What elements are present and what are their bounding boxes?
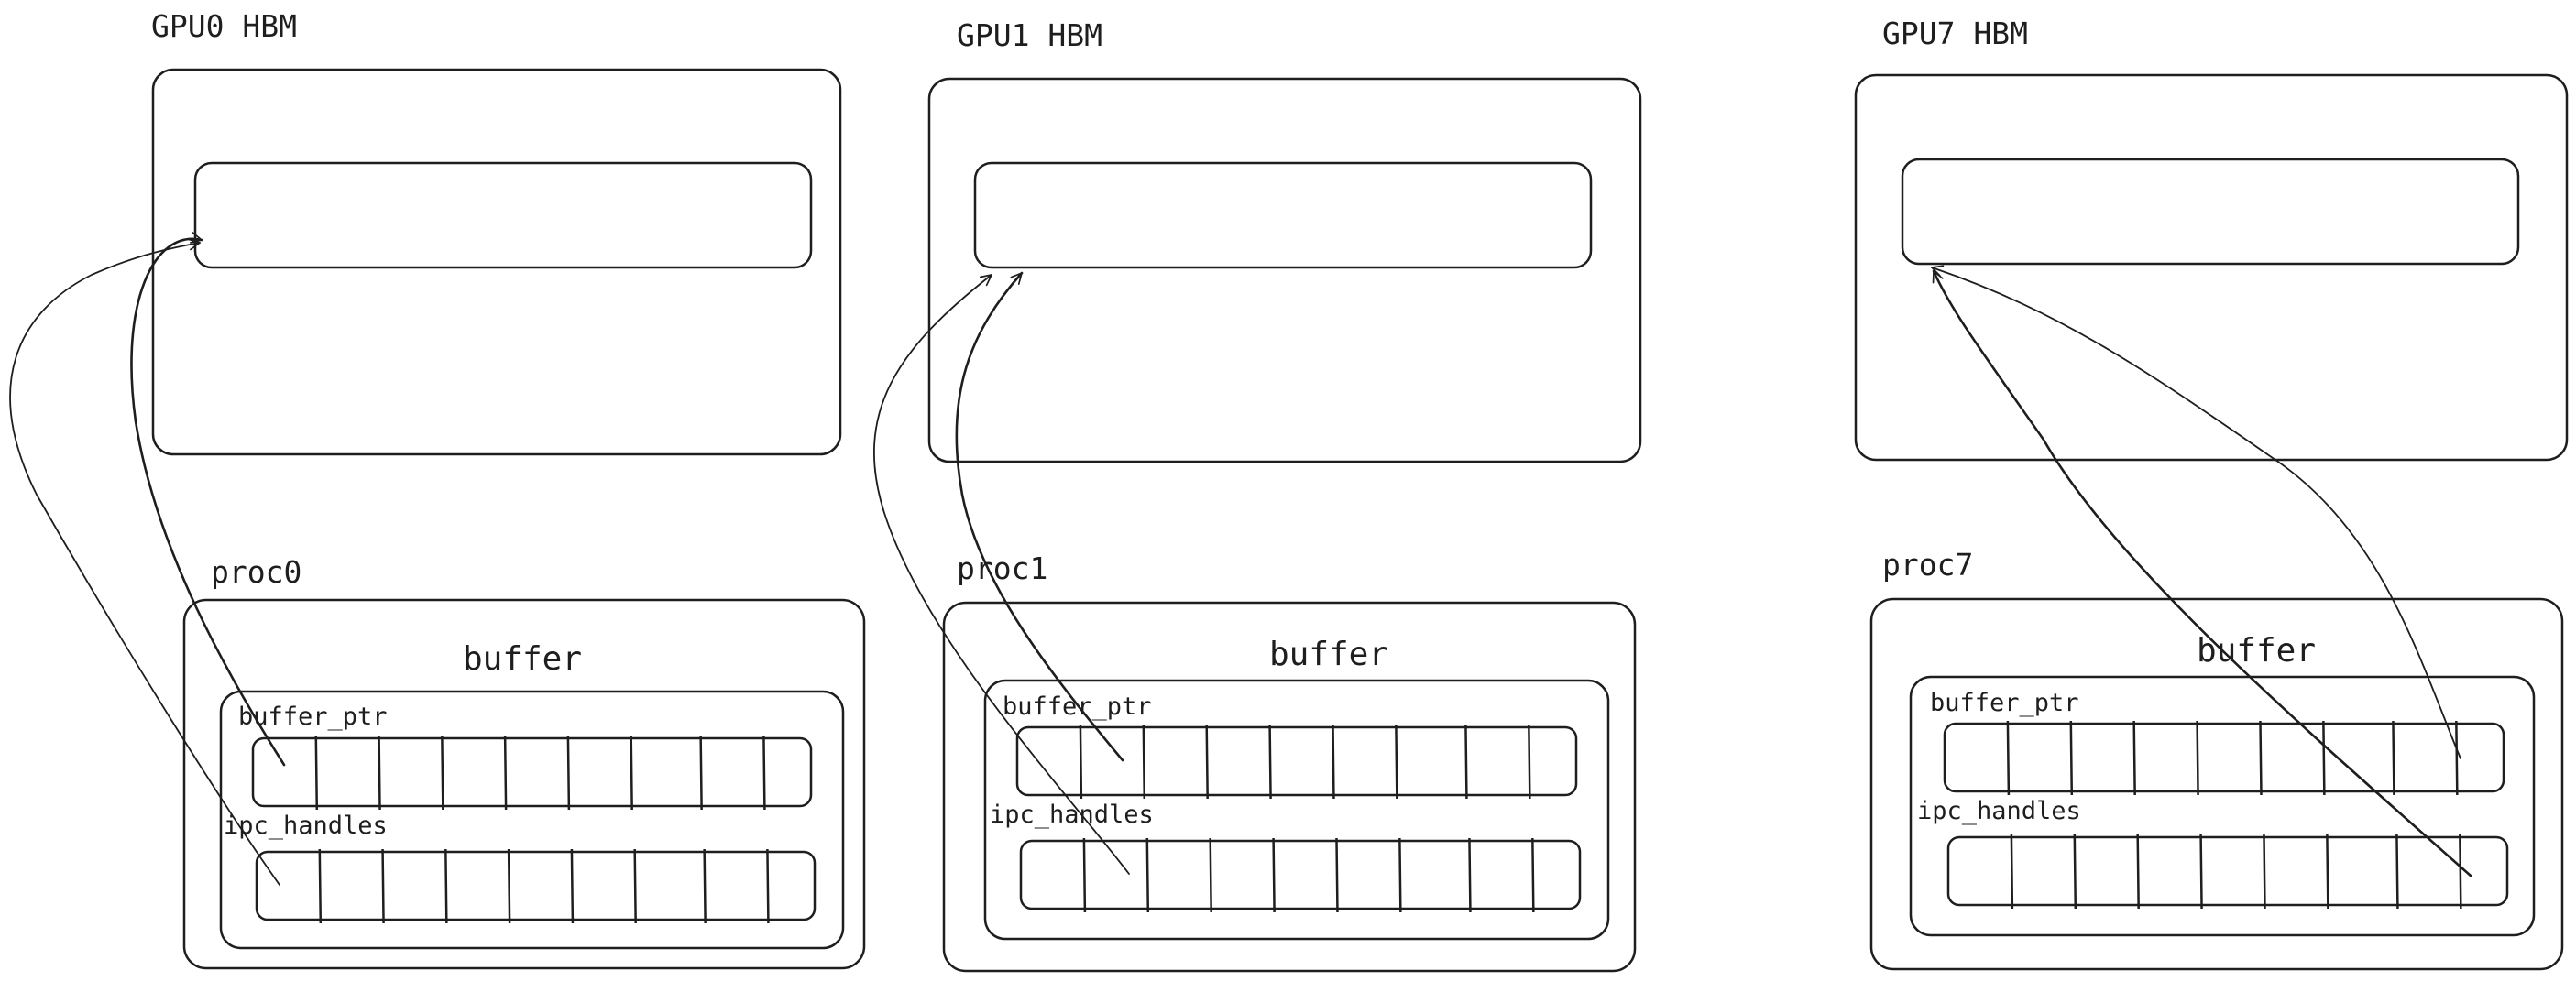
proc1-ptr-cell-divider (1205, 724, 1209, 800)
proc7-buffer-ptr-label: buffer_ptr (1930, 689, 2079, 717)
proc1-ptr-cell-divider (1268, 724, 1272, 800)
proc7-ipc-cell-divider (2326, 834, 2329, 910)
proc0-ptr-cell-divider (762, 735, 766, 811)
proc1-ptr-cell-divider (1079, 724, 1083, 800)
proc1-ipc-to-gpu1-arrow (872, 274, 1130, 875)
proc0-ptr-to-gpu0-arrow (130, 232, 286, 767)
proc7-ptr-cell-divider (2455, 720, 2459, 796)
proc1-ptr-cell-divider (1142, 724, 1146, 800)
proc1-ipc-cell-divider (1272, 837, 1276, 913)
proc0-buffer-ptr-label: buffer_ptr (238, 703, 388, 731)
proc7-ipc-handles-label: ipc_handles (1917, 797, 2081, 825)
proc1-buffer-ptr-label: buffer_ptr (1003, 692, 1152, 721)
proc1-group: proc1 buffer buffer_ptr ipc_handles (942, 550, 1637, 973)
proc1-buffer-box (983, 679, 1610, 941)
proc1-ipc-cell-divider (1468, 837, 1472, 913)
proc7-ptr-cell-divider (2392, 720, 2395, 796)
proc1-buffer-ptr-array (1015, 724, 1578, 800)
proc0-buffer-ptr-array (251, 735, 813, 811)
gpu1-label: GPU1 HBM (957, 17, 1102, 53)
proc1-box (942, 601, 1637, 973)
proc1-ipc-handles-array (1019, 837, 1582, 913)
proc0-ipc-cell-divider (766, 848, 770, 924)
gpu1-allocation (973, 161, 1593, 269)
proc0-ipc-cell-divider (318, 848, 323, 924)
proc1-ipc-cell-divider (1335, 837, 1339, 913)
proc7-ptr-to-gpu7-arrow (1931, 265, 2461, 759)
proc0-ipc-handles-array (255, 848, 817, 924)
proc0-group: proc0 buffer buffer_ptr ipc_handles (182, 554, 866, 970)
proc0-ptr-cell-divider (503, 735, 508, 811)
proc1-ptr-cell-divider (1332, 724, 1335, 800)
gpu0-hbm-box (151, 68, 842, 456)
proc7-ipc-cell-divider (2010, 834, 2014, 910)
proc0-ptr-cell-divider (441, 735, 444, 811)
gpu7-allocation (1901, 158, 2520, 266)
proc1-ptr-cell-divider (1464, 724, 1468, 800)
gpu7-hbm-box (1854, 73, 2569, 462)
proc7-group: proc7 buffer buffer_ptr ipc_handles (1869, 547, 2564, 971)
proc0-ipc-cell-divider (570, 848, 575, 924)
gpu0-label: GPU0 HBM (151, 8, 297, 44)
gpu0-group: GPU0 HBM (151, 8, 842, 456)
proc1-ipc-handles-label: ipc_handles (990, 801, 1154, 829)
proc7-box (1869, 597, 2564, 971)
proc1-ipc-cell-divider (1531, 837, 1535, 913)
proc7-ptr-cell-divider (2069, 720, 2074, 796)
proc1-ipc-cell-divider (1145, 837, 1150, 913)
proc0-ipc-cell-divider (703, 848, 707, 924)
proc1-ipc-cell-divider (1082, 837, 1087, 913)
proc0-ipc-cell-divider (381, 848, 385, 924)
proc7-buffer-box (1909, 675, 2536, 937)
proc1-ptr-cell-divider (1395, 724, 1398, 800)
proc0-buffer-box (219, 690, 845, 950)
proc0-ptr-cell-divider (378, 735, 381, 811)
gpu7-group: GPU7 HBM (1854, 16, 2569, 462)
proc0-ptr-cell-divider (630, 735, 633, 811)
gpu1-hbm-box (927, 77, 1642, 463)
gpu7-label: GPU7 HBM (1882, 16, 2028, 51)
gpu0-allocation (193, 161, 813, 269)
proc7-buffer-label: buffer (2197, 632, 2316, 670)
proc7-ipc-to-gpu7-arrow (1932, 269, 2472, 877)
proc7-ipc-cell-divider (2459, 834, 2462, 910)
proc7-ptr-cell-divider (2259, 720, 2263, 796)
proc1-ipc-cell-divider (1398, 837, 1402, 913)
proc7-ptr-cell-divider (2132, 720, 2136, 796)
proc7-buffer-ptr-array (1943, 720, 2505, 796)
proc1-label: proc1 (957, 550, 1047, 586)
proc7-ipc-cell-divider (2199, 834, 2203, 910)
proc0-ptr-cell-divider (566, 735, 571, 811)
proc7-ipc-cell-divider (2136, 834, 2140, 910)
proc7-ptr-cell-divider (2006, 720, 2011, 796)
proc0-buffer-label: buffer (463, 640, 582, 678)
proc0-ipc-cell-divider (633, 848, 637, 924)
proc0-ipc-handles-label: ipc_handles (224, 812, 388, 840)
proc7-ptr-cell-divider (2322, 720, 2326, 796)
proc7-ipc-cell-divider (2395, 834, 2399, 910)
proc0-box (182, 598, 866, 970)
proc7-label: proc7 (1882, 547, 1973, 583)
proc7-ipc-handles-array (1946, 834, 2509, 910)
proc0-ptr-cell-divider (314, 735, 319, 811)
proc0-label: proc0 (211, 554, 301, 590)
proc0-ipc-cell-divider (507, 848, 511, 924)
proc0-ptr-cell-divider (699, 735, 703, 811)
proc1-ptr-to-gpu1-arrow (955, 271, 1124, 762)
gpu1-group: GPU1 HBM (927, 17, 1642, 463)
proc1-buffer-label: buffer (1269, 636, 1388, 673)
proc0-ipc-to-gpu0-arrow (9, 238, 280, 886)
proc7-ipc-cell-divider (2073, 834, 2077, 910)
proc0-ipc-cell-divider (444, 848, 448, 924)
